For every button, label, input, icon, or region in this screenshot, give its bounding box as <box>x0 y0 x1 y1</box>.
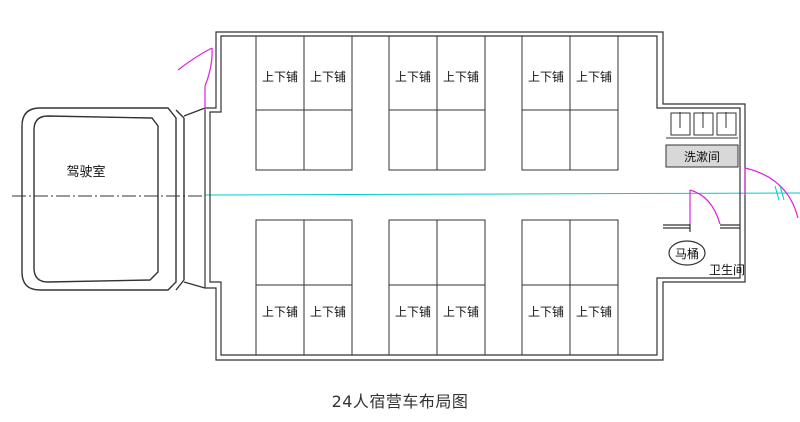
bunk-top-6 <box>569 35 619 171</box>
bunk-top-3 <box>388 35 438 171</box>
doors <box>177 47 799 225</box>
restroom-door-swing <box>689 189 721 225</box>
toilet-bowl <box>668 240 706 266</box>
bunk-label: 上下铺 <box>528 70 564 84</box>
cab <box>21 107 206 291</box>
cab-joint-line-2 <box>183 281 206 289</box>
break-marks <box>774 185 785 201</box>
bunk-bottom-4 <box>436 219 486 356</box>
bunk-label: 上下铺 <box>395 70 431 84</box>
bunk-label: 上下铺 <box>443 305 479 319</box>
restroom-label: 卫生间 <box>709 263 745 277</box>
camper-layout-diagram: 驾驶室 <box>12 31 800 361</box>
bunk-label: 上下铺 <box>395 305 431 319</box>
center-axis-line <box>204 192 800 196</box>
cab-inner-outline <box>33 115 159 283</box>
bunk-label: 上下铺 <box>528 305 564 319</box>
cab-joint-line <box>183 107 206 117</box>
bunk-bottom-5 <box>521 219 571 356</box>
bunk-label: 上下铺 <box>262 305 298 319</box>
bunk-labels: 上下铺 上下铺 上下铺 上下铺 上下铺 上下铺 上下铺 上下铺 上下铺 上下铺 … <box>262 70 612 319</box>
bunk-bottom-3 <box>388 219 438 356</box>
bunk-bottom-2 <box>303 219 353 356</box>
diagram-caption: 24人宿营车布局图 <box>331 392 469 411</box>
washroom-label: 洗漱间 <box>684 150 720 164</box>
bunk-label: 上下铺 <box>443 70 479 84</box>
bunk-label: 上下铺 <box>262 70 298 84</box>
bunk-top-4 <box>436 35 486 171</box>
bunk-bottom-6 <box>569 219 619 356</box>
washroom <box>665 112 739 168</box>
bottom-bunks <box>255 219 619 356</box>
bunk-top-2 <box>303 35 353 171</box>
bunk-label: 上下铺 <box>310 305 346 319</box>
entry-door-swing <box>177 47 213 71</box>
right-door-swing <box>744 167 799 219</box>
carriage-inner-wall <box>209 35 741 356</box>
bunk-bottom-1 <box>255 219 305 356</box>
cab-label: 驾驶室 <box>66 164 105 180</box>
cab-outer-outline <box>21 107 177 291</box>
washroom-counter <box>665 144 739 168</box>
top-bunks <box>255 35 619 171</box>
cab-windshield-line-3 <box>175 279 185 291</box>
toilet-label: 马桶 <box>675 246 699 261</box>
bunk-top-5 <box>521 35 571 171</box>
bunk-label: 上下铺 <box>576 305 612 319</box>
cab-windshield-line <box>175 109 185 119</box>
bunk-label: 上下铺 <box>576 70 612 84</box>
restroom <box>663 224 740 266</box>
bunk-top-1 <box>255 35 305 171</box>
bunk-label: 上下铺 <box>310 70 346 84</box>
